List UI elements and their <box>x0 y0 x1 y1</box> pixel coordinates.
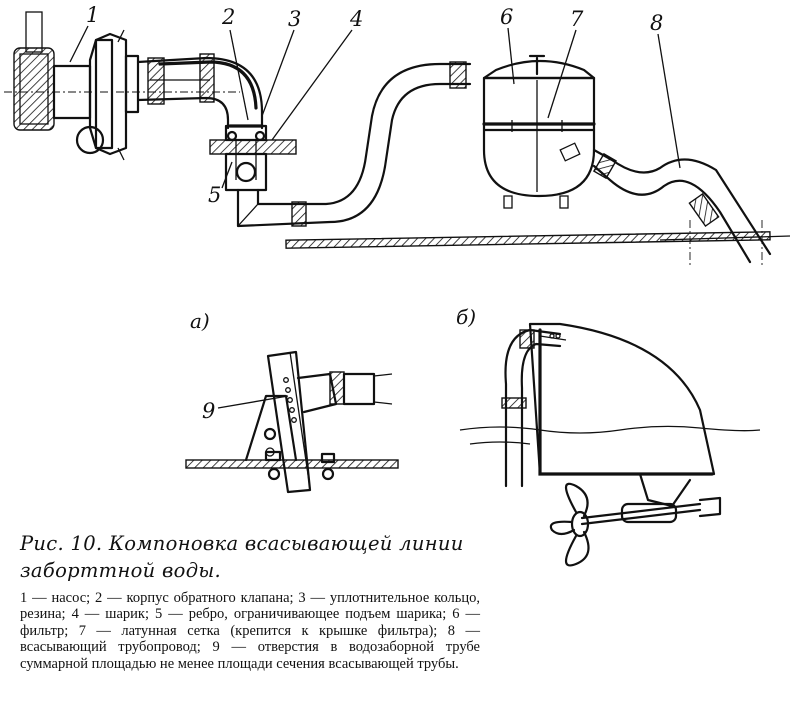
leader-lines <box>69 25 681 189</box>
label-5: 5 <box>208 183 221 207</box>
caption-title: Рис. 10. Компоновка всасывающей линии за… <box>20 532 464 582</box>
subfigure-b-label: б) <box>456 305 476 329</box>
pump-outlet-pipe <box>136 53 264 130</box>
check-valve <box>209 124 297 192</box>
main-assembly: 1 2 3 4 5 6 7 8 <box>4 3 790 268</box>
filter <box>482 54 596 209</box>
subfigure-a-label: а) <box>190 309 210 333</box>
subfigure-b: б) <box>456 305 761 567</box>
caption-legend: 1 — насос; 2 — корпус обратного клапана;… <box>20 590 480 672</box>
suction-pipe <box>592 148 772 268</box>
label-7: 7 <box>570 7 584 31</box>
label-6: 6 <box>500 5 513 29</box>
label-8: 8 <box>650 11 663 35</box>
label-1: 1 <box>86 3 99 27</box>
subfigure-a: а) 9 <box>185 309 399 494</box>
label-9: 9 <box>202 399 215 423</box>
pump <box>4 11 240 161</box>
label-4: 4 <box>349 7 363 31</box>
figure-caption: Рис. 10. Компоновка всасывающей линии за… <box>20 530 480 672</box>
label-3: 3 <box>288 7 301 31</box>
hull-plate <box>285 231 790 249</box>
label-2: 2 <box>221 5 235 29</box>
valve-outlet-pipe <box>236 61 472 228</box>
